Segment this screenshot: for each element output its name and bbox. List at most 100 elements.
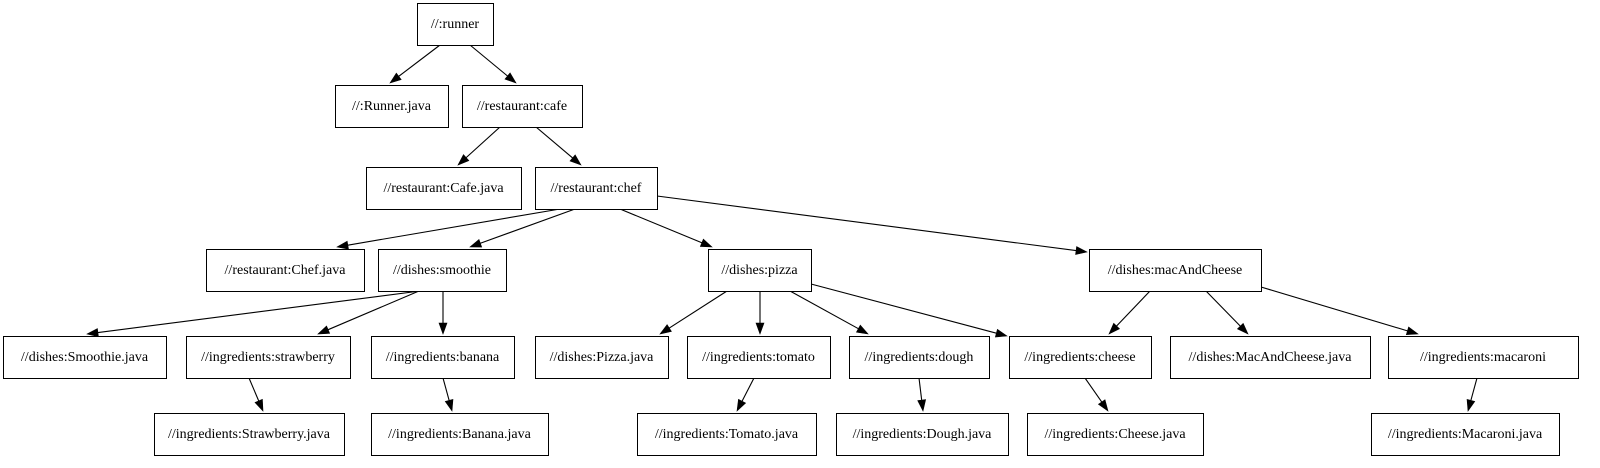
- graph-node-ing_cheese[interactable]: //ingredients:cheese: [1009, 336, 1152, 379]
- edge-line: [918, 377, 923, 401]
- node-box[interactable]: [1388, 336, 1579, 379]
- graph-node-macaroni_java[interactable]: //ingredients:Macaroni.java: [1371, 413, 1560, 456]
- graph-edge: [336, 208, 561, 250]
- graph-node-smoothie_java[interactable]: //dishes:Smoothie.java: [3, 336, 167, 379]
- node-box[interactable]: [1009, 336, 1152, 379]
- graph-edge: [469, 208, 576, 248]
- node-box[interactable]: [535, 167, 658, 210]
- arrowhead-icon: [1466, 398, 1476, 412]
- edge-line: [535, 126, 573, 159]
- arrowhead-icon: [1236, 322, 1249, 335]
- arrowhead-icon: [457, 154, 470, 166]
- graph-edge: [810, 283, 1008, 338]
- graph-node-ing_tomato[interactable]: //ingredients:tomato: [687, 336, 831, 379]
- graph-edge: [1084, 377, 1109, 412]
- graph-edge: [389, 44, 441, 84]
- graph-edge: [469, 44, 517, 84]
- graph-node-dough_java[interactable]: //ingredients:Dough.java: [836, 413, 1009, 456]
- graph-node-macandchs_java[interactable]: //dishes:MacAndCheese.java: [1170, 336, 1371, 379]
- arrowhead-icon: [504, 72, 517, 84]
- graph-node-cafe_java[interactable]: //restaurant:Cafe.java: [366, 167, 522, 210]
- node-box[interactable]: [154, 413, 345, 456]
- node-label: //ingredients:cheese: [1024, 350, 1135, 365]
- graph-node-ing_macaroni[interactable]: //ingredients:macaroni: [1388, 336, 1579, 379]
- edge-line: [789, 290, 859, 330]
- node-box[interactable]: [1089, 249, 1262, 292]
- node-label: //dishes:MacAndCheese.java: [1189, 350, 1353, 365]
- node-box[interactable]: [371, 413, 549, 456]
- node-box[interactable]: [206, 249, 365, 292]
- node-box[interactable]: [836, 413, 1009, 456]
- node-box[interactable]: [687, 336, 831, 379]
- edge-line: [442, 377, 450, 401]
- node-label: //dishes:smoothie: [393, 263, 491, 278]
- graph-node-runner_java[interactable]: //:Runner.java: [335, 85, 449, 128]
- graph-node-ing_dough[interactable]: //ingredients:dough: [849, 336, 990, 379]
- arrowhead-icon: [1075, 246, 1088, 255]
- arrowhead-icon: [254, 398, 264, 412]
- graph-node-ing_strawberry[interactable]: //ingredients:strawberry: [186, 336, 351, 379]
- arrowhead-icon: [855, 324, 869, 335]
- graph-node-dishes_macandchs[interactable]: //dishes:macAndCheese: [1089, 249, 1262, 292]
- node-box[interactable]: [366, 167, 522, 210]
- edge-line: [248, 377, 260, 402]
- arrowhead-icon: [336, 240, 349, 250]
- edges-layer: [86, 44, 1478, 412]
- graph-node-restaurant_chef[interactable]: //restaurant:chef: [535, 167, 658, 210]
- graph-node-pizza_java[interactable]: //dishes:Pizza.java: [535, 336, 669, 379]
- edge-line: [97, 290, 421, 334]
- graph-node-runner[interactable]: //:runner: [417, 3, 494, 46]
- graph-node-cheese_java[interactable]: //ingredients:Cheese.java: [1027, 413, 1204, 456]
- node-label: //ingredients:Banana.java: [388, 427, 531, 442]
- graph-edge: [755, 291, 765, 335]
- node-box[interactable]: [371, 336, 515, 379]
- node-box[interactable]: [378, 249, 507, 292]
- node-box[interactable]: [708, 249, 812, 292]
- graph-edge: [789, 290, 869, 335]
- node-box[interactable]: [186, 336, 351, 379]
- edge-line: [810, 283, 997, 334]
- edge-line: [741, 377, 755, 402]
- graph-edge: [736, 377, 755, 412]
- node-label: //restaurant:chef: [551, 181, 642, 196]
- graph-node-chef_java[interactable]: //restaurant:Chef.java: [206, 249, 365, 292]
- node-label: //:runner: [431, 17, 480, 32]
- graph-edge: [917, 377, 927, 412]
- graph-edge: [1205, 290, 1249, 335]
- graph-edge: [619, 208, 713, 248]
- graph-node-restaurant_cafe[interactable]: //restaurant:cafe: [462, 85, 583, 128]
- node-box[interactable]: [3, 336, 167, 379]
- graph-node-banana_java[interactable]: //ingredients:Banana.java: [371, 413, 549, 456]
- node-box[interactable]: [849, 336, 990, 379]
- node-box[interactable]: [417, 3, 494, 46]
- node-box[interactable]: [535, 336, 669, 379]
- arrowhead-icon: [444, 398, 454, 412]
- node-label: //dishes:Pizza.java: [550, 350, 655, 365]
- graph-node-dishes_smoothie[interactable]: //dishes:smoothie: [378, 249, 507, 292]
- arrowhead-icon: [659, 324, 672, 335]
- arrowhead-icon: [438, 322, 448, 335]
- node-box[interactable]: [1371, 413, 1560, 456]
- graph-node-dishes_pizza[interactable]: //dishes:pizza: [708, 249, 812, 292]
- graph-edge: [438, 291, 448, 335]
- graph-edge: [1260, 286, 1419, 336]
- node-box[interactable]: [1170, 336, 1371, 379]
- arrowhead-icon: [1405, 326, 1419, 336]
- arrowhead-icon: [755, 322, 765, 335]
- node-label: //dishes:Smoothie.java: [21, 350, 149, 365]
- node-box[interactable]: [335, 85, 449, 128]
- node-box[interactable]: [462, 85, 583, 128]
- node-box[interactable]: [637, 413, 817, 456]
- graph-edge: [86, 290, 421, 337]
- graph-node-ing_banana[interactable]: //ingredients:banana: [371, 336, 515, 379]
- graph-edge: [248, 377, 264, 412]
- graph-node-tomato_java[interactable]: //ingredients:Tomato.java: [637, 413, 817, 456]
- edge-line: [1116, 290, 1151, 327]
- arrowhead-icon: [86, 328, 99, 337]
- node-label: //restaurant:Chef.java: [225, 263, 347, 278]
- edge-line: [1470, 377, 1478, 401]
- node-box[interactable]: [1027, 413, 1204, 456]
- graph-edge: [317, 290, 420, 335]
- graph-node-strawberry_java[interactable]: //ingredients:Strawberry.java: [154, 413, 345, 456]
- graph-edge: [659, 290, 728, 335]
